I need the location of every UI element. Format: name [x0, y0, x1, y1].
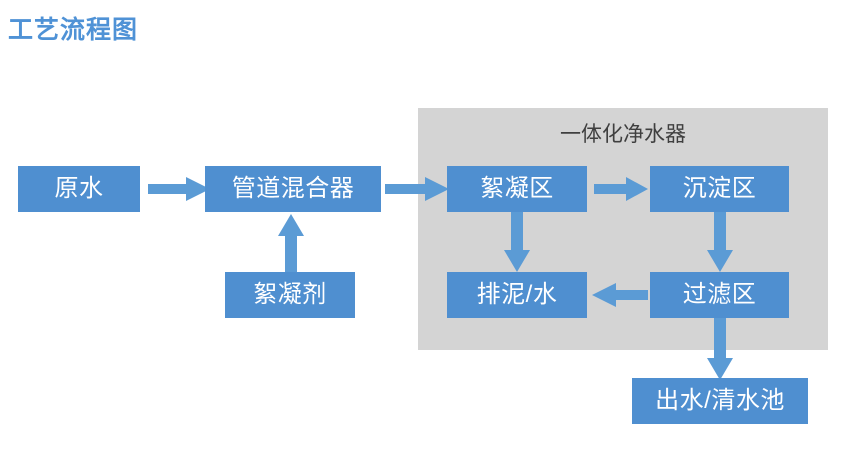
arrow-sedimentation-to-filtration [707, 210, 733, 272]
node-pipe-mixer[interactable]: 管道混合器 [205, 166, 381, 212]
arrow-flocculation-to-sludge [504, 210, 530, 272]
node-label-sedimentation-zone: 沉淀区 [682, 175, 757, 202]
arrow-pipe-mixer-to-flocculation [385, 177, 449, 201]
node-effluent-tank[interactable]: 出水/清水池 [632, 378, 808, 424]
node-label-filtration-zone: 过滤区 [682, 281, 757, 308]
node-flocculation-zone[interactable]: 絮凝区 [447, 166, 587, 212]
node-label-effluent-tank: 出水/清水池 [655, 387, 785, 414]
node-label-sludge-discharge: 排泥/水 [476, 281, 558, 308]
node-filtration-zone[interactable]: 过滤区 [650, 272, 789, 318]
node-label-raw-water: 原水 [54, 175, 104, 202]
node-raw-water[interactable]: 原水 [18, 166, 140, 212]
group-label-integrated-purifier: 一体化净水器 [560, 123, 686, 146]
page-title: 工艺流程图 [8, 16, 139, 44]
arrow-raw-water-to-pipe-mixer [148, 177, 210, 201]
node-label-flocculation-zone: 絮凝区 [480, 175, 554, 202]
node-label-flocculant: 絮凝剂 [253, 281, 327, 308]
arrow-filtration-to-sludge [592, 283, 648, 307]
node-sludge-discharge[interactable]: 排泥/水 [447, 272, 587, 318]
arrow-flocculation-to-sedimentation [594, 177, 648, 201]
node-label-pipe-mixer: 管道混合器 [231, 175, 355, 202]
node-sedimentation-zone[interactable]: 沉淀区 [650, 166, 789, 212]
arrow-filtration-to-effluent [707, 316, 733, 380]
node-flocculant[interactable]: 絮凝剂 [225, 272, 355, 318]
arrow-flocculant-to-pipe-mixer [278, 214, 304, 274]
